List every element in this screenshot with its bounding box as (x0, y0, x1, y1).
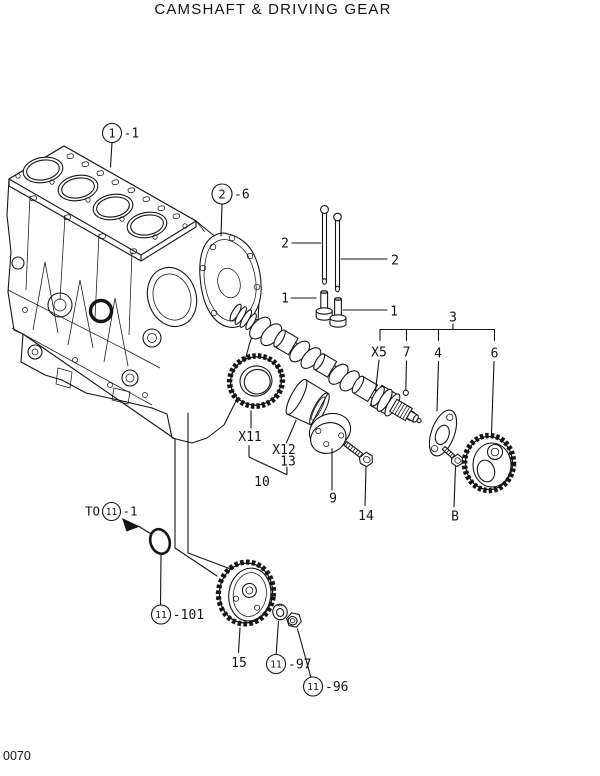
callout-block-suffix: -1 (124, 127, 140, 142)
washer-number: 11 (270, 659, 282, 670)
bolt-14 (343, 440, 373, 468)
callout-plate-number: 2 (218, 187, 225, 201)
to-ref-suffix: -1 (123, 504, 138, 519)
callout-timing-plate: 2 -6 (211, 183, 250, 237)
page-title: CAMSHAFT & DRIVING GEAR (154, 1, 391, 18)
group3-label: 3 (449, 311, 457, 326)
label-13: 13 (280, 455, 296, 470)
block-bosses (11, 256, 162, 405)
arrow-icon (122, 518, 140, 532)
label-10: 10 (254, 475, 270, 490)
camshaft-gear-x11 (226, 353, 286, 409)
tappet-left (315, 290, 333, 321)
pushrod-right (333, 212, 342, 293)
gasket-4 (428, 409, 458, 457)
callout-oring: 11 -101 (150, 553, 204, 625)
lock-washer (272, 603, 288, 621)
callout-15: 15 (231, 627, 247, 671)
label-4: 4 (434, 347, 442, 362)
cam-drive-gear-6 (461, 432, 517, 494)
camshaft (229, 303, 422, 424)
label-6: 6 (491, 347, 499, 362)
label-x12: X12 (272, 443, 295, 458)
callout-block-number: 1 (108, 126, 115, 140)
deck-holes (15, 153, 188, 255)
callout-group-3: 3 X5 7 4 6 (371, 311, 498, 434)
to-ref-prefix: TO (85, 504, 100, 519)
oring-number: 11 (155, 610, 167, 621)
callout-circle (101, 501, 122, 522)
tappet-right (329, 297, 347, 328)
callout-circle (101, 122, 123, 144)
to-ref-number: 11 (106, 507, 118, 518)
washer-suffix: -97 (288, 658, 311, 673)
callout-group-10: X11 X12 13 10 (238, 410, 297, 490)
camshaft-bore-ring (88, 298, 114, 324)
label-x11: X11 (238, 430, 261, 445)
nut-suffix: -96 (325, 680, 348, 695)
callout-circle (211, 183, 233, 205)
callout-circle (150, 604, 172, 625)
callout-tappets: 1 1 (281, 292, 398, 320)
label-7: 7 (403, 346, 411, 361)
label-9: 9 (329, 492, 337, 507)
thrust-plate-9 (308, 412, 352, 454)
tappet-left-label: 1 (281, 292, 289, 307)
tappet-right-label: 1 (390, 305, 398, 320)
leader-block-to-idler-gear-2 (187, 412, 237, 572)
cylinder-bores (22, 156, 168, 239)
pushrod-left (320, 205, 329, 285)
idler-gear-15 (215, 559, 277, 627)
label-x5: X5 (371, 346, 387, 361)
callout-9-14-b: 9 14 B (329, 447, 459, 525)
oring-suffix: -101 (173, 608, 204, 623)
o-ring (148, 527, 172, 556)
pin-7 (402, 389, 409, 396)
nut (286, 612, 302, 628)
timing-gearcase-plate (199, 232, 262, 328)
label-15: 15 (231, 656, 247, 671)
label-14: 14 (358, 509, 374, 524)
block-front-ribs (7, 195, 161, 406)
engine-block (6, 145, 262, 444)
pushrod-right-label: 2 (391, 254, 399, 269)
callout-circle (302, 676, 324, 697)
callout-plate-suffix: -6 (234, 188, 250, 203)
callout-washer: 11 -97 (265, 620, 311, 675)
callout-circle (265, 653, 287, 675)
label-b: B (451, 510, 459, 525)
pushrod-left-label: 2 (281, 237, 289, 252)
camshaft-bushing-x12 (285, 378, 330, 426)
callout-block: 1 -1 (101, 122, 140, 168)
page-code: 0070 (3, 749, 31, 763)
bolt-b (441, 445, 463, 468)
leader-block-to-idler-gear (22, 333, 218, 577)
callout-nut: 11 -96 (296, 628, 348, 697)
callout-pushrods: 2 2 (281, 237, 399, 269)
nut-number: 11 (307, 682, 319, 693)
callout-to-ref: TO 11 -1 (85, 501, 153, 536)
